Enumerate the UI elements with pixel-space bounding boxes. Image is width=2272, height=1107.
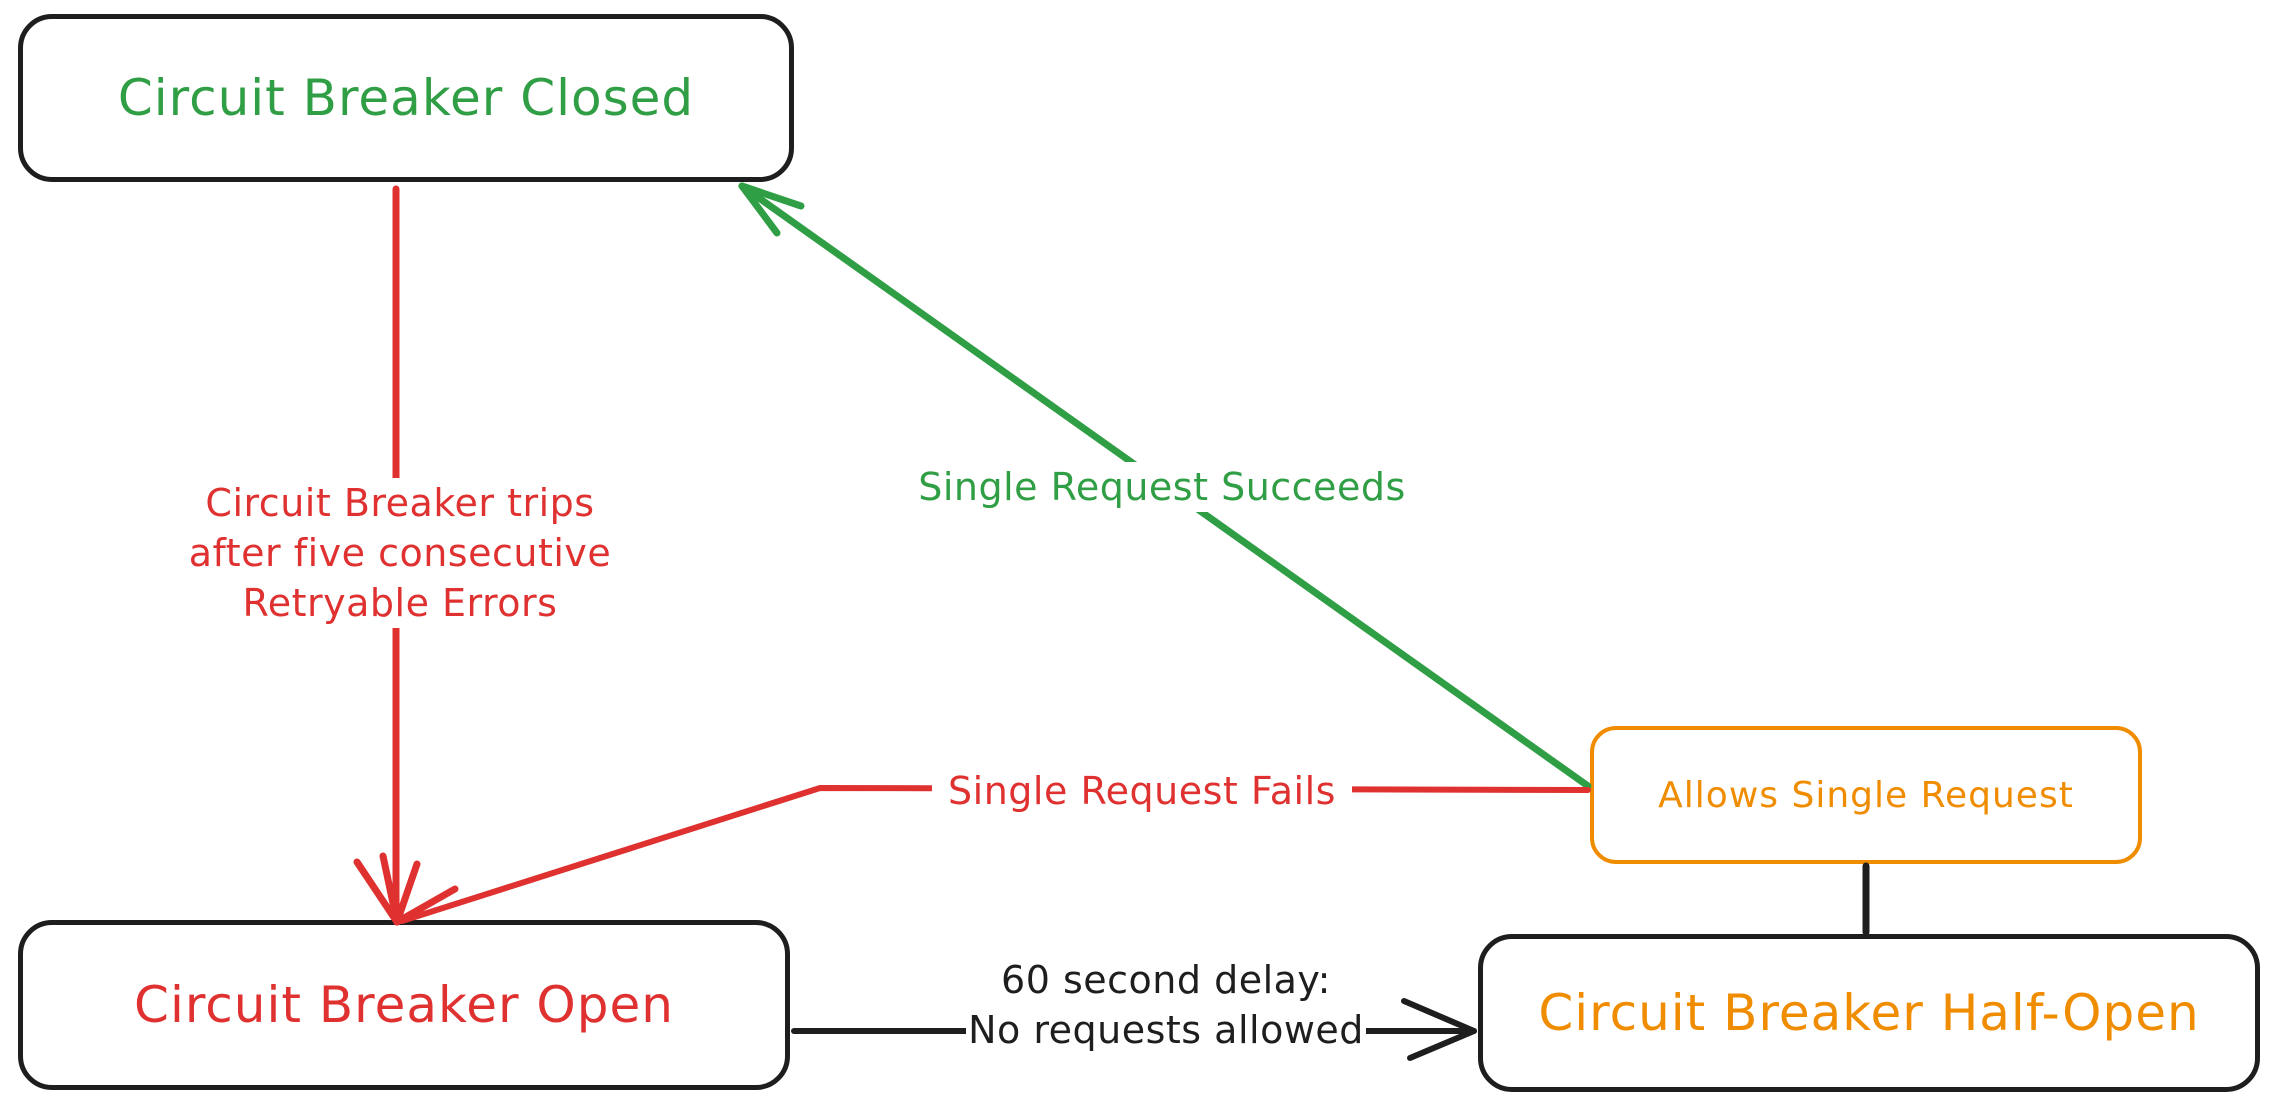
edge-label-fails: Single Request Fails <box>932 766 1352 816</box>
node-circuit-breaker-open: Circuit Breaker Open <box>18 920 790 1090</box>
edge-label-delay-line2: No requests allowed <box>968 1008 1364 1052</box>
node-circuit-breaker-closed-label: Circuit Breaker Closed <box>117 69 695 127</box>
node-circuit-breaker-half-open: Circuit Breaker Half-Open <box>1478 934 2260 1092</box>
edge-label-succeeds-text: Single Request Succeeds <box>918 465 1406 509</box>
edge-label-succeeds: Single Request Succeeds <box>912 462 1412 512</box>
node-circuit-breaker-open-label: Circuit Breaker Open <box>134 976 674 1034</box>
edge-label-delay: 60 second delay: No requests allowed <box>966 955 1366 1055</box>
edge-label-trips-line3: Retryable Errors <box>242 581 558 625</box>
node-allows-single-request-label: Allows Single Request <box>1658 774 2074 816</box>
edge-label-fails-text: Single Request Fails <box>948 769 1336 813</box>
node-circuit-breaker-closed: Circuit Breaker Closed <box>18 14 794 182</box>
edge-label-trips: Circuit Breaker trips after five consecu… <box>160 478 640 628</box>
node-allows-single-request: Allows Single Request <box>1590 726 2142 864</box>
node-circuit-breaker-half-open-label: Circuit Breaker Half-Open <box>1538 984 2200 1042</box>
edge-label-trips-line1: Circuit Breaker trips <box>205 481 595 525</box>
edge-label-delay-line1: 60 second delay: <box>1001 958 1331 1002</box>
edge-label-trips-line2: after five consecutive <box>188 531 612 575</box>
